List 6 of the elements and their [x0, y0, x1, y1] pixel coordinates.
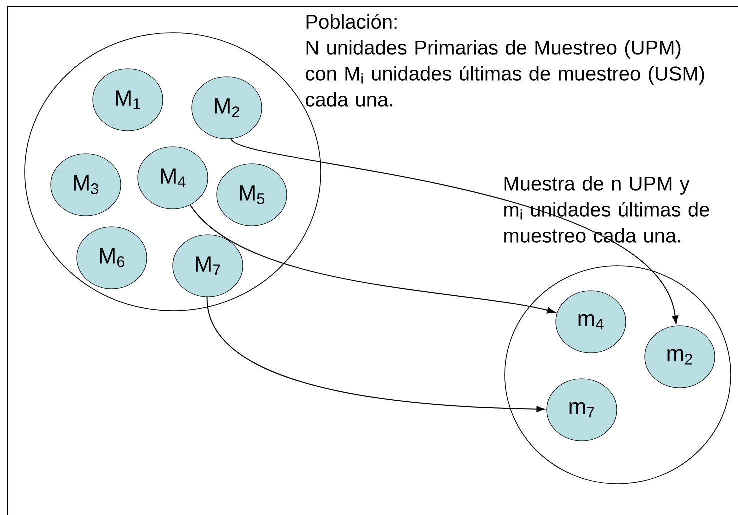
group-circle: [504, 266, 732, 484]
curved-arrow: [206, 296, 545, 412]
caption-text: Población:: [306, 14, 397, 30]
curved-arrow: [230, 138, 679, 324]
caption-text: N unidades Primarias de Muestreo (UPM) con M$_{i}$ unidades últimas de muestreo (USM) cada una.: [306, 40, 704, 107]
curved-arrow: [190, 204, 556, 314]
